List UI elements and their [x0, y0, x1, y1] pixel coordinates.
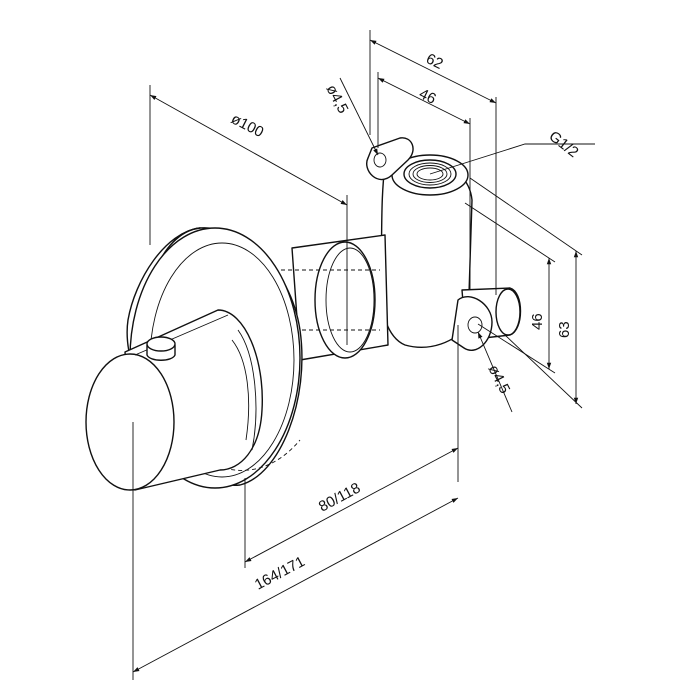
dim-label-dia100: ø100 [228, 110, 266, 141]
dim-label-dia45-top: ø4,5 [322, 82, 351, 116]
dimension-63: 63 [469, 177, 583, 409]
temperature-button [146, 336, 176, 361]
connecting-neck [232, 234, 389, 361]
dim-label-dia45-bottom: ø4,5 [484, 362, 513, 396]
dim-label-80-118: 80/118 [316, 480, 364, 516]
handle [85, 309, 263, 491]
dim-label-164-171: 164/171 [252, 553, 308, 593]
dim-label-63: 63 [556, 321, 573, 338]
bottom-outlet [451, 287, 522, 351]
dimension-46-top: 46 [377, 72, 471, 290]
dimension-46-side: 46 [464, 202, 556, 374]
dim-label-46-side: 46 [529, 313, 546, 330]
top-mounting-ear [366, 137, 414, 181]
dim-label-thread: G1/2 [546, 128, 582, 161]
dimension-dia45-bottom: ø4,5 [477, 331, 513, 413]
valve-body [366, 137, 522, 351]
dim-label-62: 62 [423, 50, 445, 73]
dim-label-46-top: 46 [416, 85, 438, 108]
